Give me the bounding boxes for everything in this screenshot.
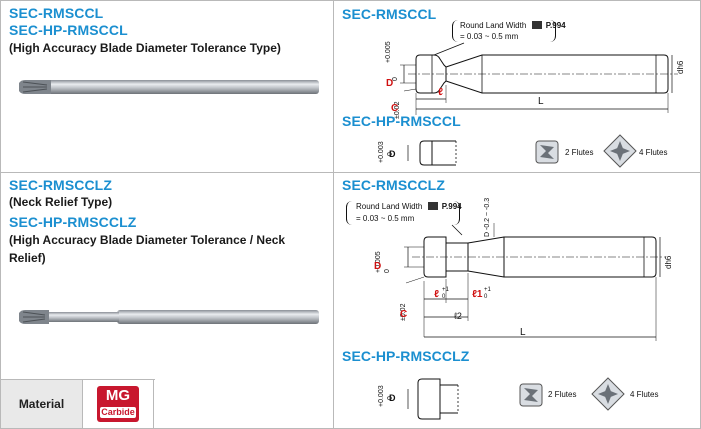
book-icon (531, 21, 542, 29)
two-flutes-icon (535, 140, 559, 164)
dim-c-label: C (391, 103, 399, 114)
book-icon-2 (427, 202, 438, 210)
four-flutes-icon-2 (591, 377, 625, 411)
hp-tool-drawing-2 (407, 378, 459, 420)
dim-big-l-label: L (538, 96, 544, 107)
four-flutes-icon (603, 134, 637, 168)
section2-diagram: SEC-RMSCCLZ Round Land Width P.994 = 0.0… (334, 173, 700, 428)
dim-dh6-2-label: dh6 (664, 255, 673, 269)
end-mill-photo-2 (19, 310, 319, 324)
two-flutes-icon-2 (519, 383, 543, 407)
hp2-d-label: D (389, 393, 396, 403)
product-code-2: SEC-HP-RMSCCL (9, 22, 128, 38)
dim-d-label: D (386, 78, 394, 89)
round-land-note (452, 20, 556, 42)
product-subtitle-3-line1: (High Accuracy Blade Diameter Tolerance … (9, 233, 286, 247)
product-code-3: SEC-RMSCCLZ (9, 177, 112, 193)
product-subtitle: (High Accuracy Blade Diameter Tolerance … (9, 41, 281, 55)
round-land-range-2: = 0.03 ~ 0.5 mm (356, 214, 415, 223)
mg-carbide-badge: MG Carbide (97, 386, 139, 422)
tool-drawing-1 (400, 42, 678, 115)
round-land-label-2: Round Land Width (356, 202, 423, 211)
round-land-note-2 (346, 201, 460, 225)
product-subtitle-2: (Neck Relief Type) (9, 195, 113, 209)
hp-d-tol-top: +0.003 (378, 141, 385, 163)
badge-carbide: Carbide (100, 407, 136, 418)
end-mill-photo (19, 80, 319, 94)
badge-mg: MG (105, 387, 131, 404)
four-flutes-label: 4 Flutes (639, 148, 668, 157)
hp-d-label: D (389, 149, 396, 159)
dim-l-tol-bottom: 0 (442, 294, 446, 300)
d2-tol-bottom: 0 (384, 269, 391, 273)
diagram-title-3: SEC-RMSCCLZ (342, 177, 445, 193)
round-land-range: = 0.03 ~ 0.5 mm (460, 32, 519, 41)
four-flutes-label-2: 4 Flutes (630, 390, 659, 399)
material-row-divider (0, 379, 155, 380)
dim-l1-label: ℓ1 (472, 289, 483, 300)
diagram-title-4: SEC-HP-RMSCCLZ (342, 348, 470, 364)
round-land-page-2[interactable]: P.994 (441, 202, 462, 211)
dim-l-tol-top: +1 (442, 287, 449, 293)
dim-l-label: ℓ (438, 87, 443, 98)
two-flutes-label-2: 2 Flutes (548, 390, 577, 399)
dim-dh6-label: dh6 (676, 60, 685, 74)
dim-l2-ell-label: ℓ (434, 289, 439, 300)
round-land-page[interactable]: P.994 (545, 21, 566, 30)
diagram-title-1: SEC-RMSCCL (342, 6, 437, 22)
hp2-d-tol-top: +0.003 (378, 385, 385, 407)
material-label: Material (1, 380, 83, 428)
row-divider (0, 172, 701, 173)
diagram-title-2: SEC-HP-RMSCCL (342, 113, 461, 129)
dim-l2-label: ℓ2 (454, 311, 462, 321)
product-subtitle-3-line2: Relief) (9, 251, 46, 265)
dim-d2-label: D (374, 261, 382, 272)
tool-drawing-2 (404, 223, 666, 341)
material-badge-cell: MG Carbide (84, 380, 154, 428)
dim-l1-tol-bottom: 0 (484, 294, 488, 300)
section1-info: SEC-RMSCCL SEC-HP-RMSCCL (High Accuracy … (1, 1, 333, 172)
product-code-4: SEC-HP-RMSCCLZ (9, 214, 137, 230)
dim-l1-tol-top: +1 (484, 287, 491, 293)
section1-diagram: SEC-RMSCCL Round Land Width P.994 = 0.03… (334, 1, 700, 172)
d-tol-top: +0.005 (385, 41, 392, 63)
two-flutes-label: 2 Flutes (565, 148, 594, 157)
dim-big-l2-label: L (520, 327, 526, 338)
product-code-1: SEC-RMSCCL (9, 5, 104, 21)
dim-c2-label: C (400, 309, 408, 320)
hp-tool-drawing-1 (407, 140, 457, 166)
section2-info: SEC-RMSCCLZ (Neck Relief Type) SEC-HP-RM… (1, 173, 333, 379)
column-divider (333, 0, 334, 429)
round-land-label: Round Land Width (460, 21, 527, 30)
